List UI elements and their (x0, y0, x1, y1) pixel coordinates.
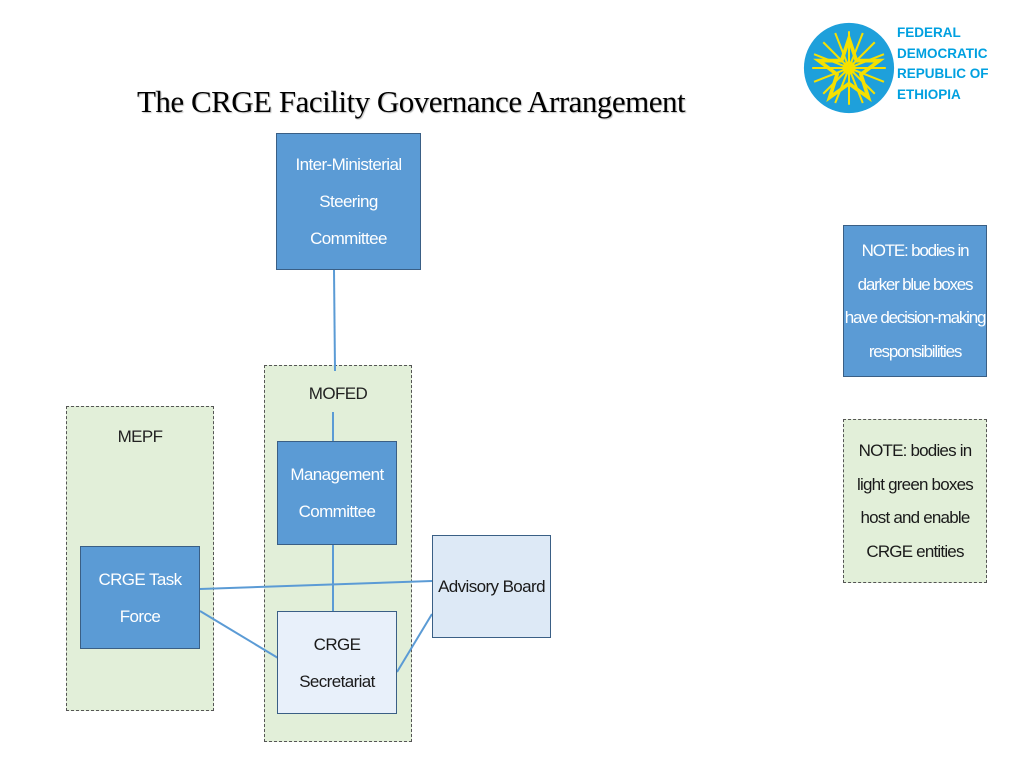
country-line-3: REPUBLIC OF (897, 66, 989, 81)
mofed-label: MOFED (308, 384, 368, 403)
connector-steering-mofed (333, 269, 336, 372)
country-name: FEDERAL DEMOCRATIC REPUBLIC OF ETHIOPIA (897, 23, 989, 105)
management-line-1: Management (290, 465, 384, 484)
steering-line-1: Inter-Ministerial (295, 155, 403, 174)
management-line-2: Committee (298, 502, 376, 521)
secretariat-line-2: Secretariat (299, 671, 375, 691)
secretariat-line-1: CRGE (313, 634, 361, 654)
host-bodies-note: NOTE: bodies in light green boxes host a… (843, 419, 987, 583)
ethiopian-star-emblem-icon (803, 22, 895, 114)
task-force-line-1: CRGE Task (98, 569, 182, 589)
country-line-4: ETHIOPIA (897, 86, 961, 102)
crge-secretariat-box: CRGE Secretariat (277, 611, 397, 714)
connector-taskforce-secretariat (199, 610, 279, 659)
steering-line-2: Steering (319, 192, 378, 211)
decision-note-line-4: responsibilities (868, 341, 963, 361)
decision-note-line-1: NOTE: bodies in (861, 241, 970, 260)
decision-note-line-2: darker blue boxes (857, 274, 974, 294)
connector-taskforce-advisory (199, 580, 433, 590)
host-note-line-1: NOTE: bodies in (858, 441, 973, 460)
connector-advisory-secretariat (396, 613, 433, 673)
country-line-1: FEDERAL (897, 25, 961, 40)
management-committee-box: Management Committee (277, 441, 397, 545)
steering-line-3: Committee (310, 229, 387, 248)
crge-task-force-box: CRGE Task Force (80, 546, 200, 649)
host-note-line-3: host and enable (860, 508, 971, 527)
decision-bodies-note: NOTE: bodies in darker blue boxes have d… (843, 225, 987, 377)
advisory-board-box: Advisory Board (432, 535, 551, 638)
advisory-line-1: Advisory Board (438, 577, 545, 596)
host-note-line-4: CRGE entities (866, 541, 964, 561)
decision-note-line-3: have decision-making (844, 308, 987, 327)
country-line-2: DEMOCRATIC (897, 45, 988, 61)
page-title: The CRGE Facility Governance Arrangement (137, 84, 686, 119)
mepf-label: MEPF (117, 427, 163, 446)
steering-committee-box: Inter-Ministerial Steering Committee (276, 133, 421, 270)
task-force-line-2: Force (119, 606, 161, 626)
host-note-line-2: light green boxes (857, 474, 974, 494)
